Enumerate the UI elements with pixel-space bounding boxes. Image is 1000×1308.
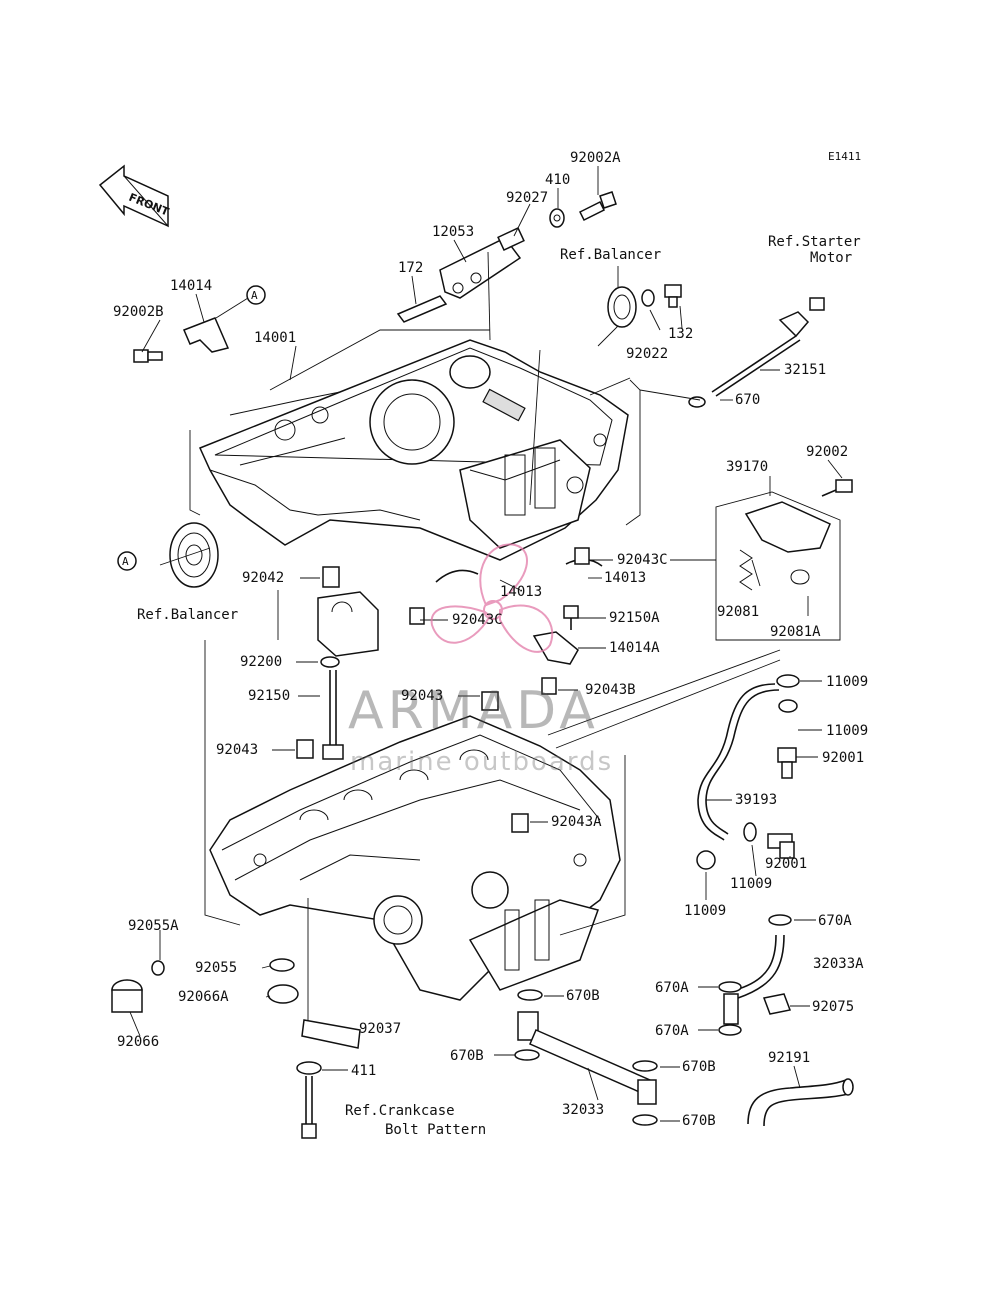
reference-notes: Ref.Balancer Ref.Starter Motor Ref.Balan… — [137, 234, 861, 1138]
part-label-11009-d: 11009 — [684, 903, 726, 919]
balancer-bearing-drawing — [607, 284, 682, 328]
part-label-410: 410 — [545, 172, 570, 188]
part-label-670A-b: 670A — [655, 980, 689, 996]
part-label-11009-b: 11009 — [826, 723, 868, 739]
part-label-92081A: 92081A — [770, 624, 821, 640]
part-label-92066A: 92066A — [178, 989, 229, 1005]
part-label-14013-right: 14013 — [604, 570, 646, 586]
part-label-92055A: 92055A — [128, 918, 179, 934]
part-label-92002B: 92002B — [113, 304, 164, 320]
ref-crankcase-line2: Bolt Pattern — [385, 1122, 486, 1138]
part-label-670B-d: 670B — [682, 1113, 716, 1129]
part-label-92075: 92075 — [812, 999, 854, 1015]
part-label-92043-lower: 92043 — [216, 742, 258, 758]
balancer-bearing-left-drawing — [169, 522, 219, 588]
part-label-92027: 92027 — [506, 190, 548, 206]
diagram-code: E1411 — [828, 150, 861, 163]
part-label-92150: 92150 — [248, 688, 290, 704]
watermark-brand: ARMADA — [348, 681, 599, 741]
watermark-logo: ARMADA marine outboards — [348, 543, 613, 777]
drain-plug-drawing — [111, 958, 299, 1013]
part-label-92066: 92066 — [117, 1034, 159, 1050]
part-label-14001: 14001 — [254, 330, 296, 346]
part-label-92055: 92055 — [195, 960, 237, 976]
part-label-92001-a: 92001 — [822, 750, 864, 766]
part-label-92191: 92191 — [768, 1050, 810, 1066]
part-label-11009-c: 11009 — [730, 876, 772, 892]
part-label-670B-b: 670B — [450, 1048, 484, 1064]
oil-pipe-drawing — [696, 674, 800, 870]
part-label-670B-c: 670B — [682, 1059, 716, 1075]
upper-crankcase-drawing — [198, 339, 629, 561]
lower-dowels-drawing — [296, 691, 529, 833]
front-arrow-icon: FRONT — [98, 164, 171, 228]
part-label-32033A: 32033A — [813, 956, 864, 972]
part-label-14014: 14014 — [170, 278, 212, 294]
ref-balancer-top: Ref.Balancer — [560, 247, 661, 263]
ref-starter-motor-line2: Motor — [810, 250, 852, 266]
callout-a-left: A — [117, 551, 137, 571]
svg-text:A: A — [251, 289, 258, 302]
part-label-92043-upper: 92043 — [401, 688, 443, 704]
propeller-icon — [430, 543, 554, 653]
part-label-92002: 92002 — [806, 444, 848, 460]
part-label-411: 411 — [351, 1063, 376, 1079]
watermark-tagline: marine outboards — [350, 747, 613, 777]
ref-starter-motor-line1: Ref.Starter — [768, 234, 861, 250]
part-label-92022: 92022 — [626, 346, 668, 362]
balancer-shaft-drawing — [396, 191, 617, 323]
crankcase-bolt-drawing — [296, 1019, 361, 1139]
part-label-670A-a: 670A — [818, 913, 852, 929]
part-label-670A-c: 670A — [655, 1023, 689, 1039]
bearing-cap-drawing — [317, 566, 379, 760]
part-label-92001-b: 92001 — [765, 856, 807, 872]
part-label-670B-a: 670B — [566, 988, 600, 1004]
part-label-670: 670 — [735, 392, 760, 408]
part-label-14013-center: 14013 — [500, 584, 542, 600]
lower-crankcase-drawing — [209, 715, 621, 1001]
part-label-32033: 32033 — [562, 1102, 604, 1118]
starter-pipe-drawing — [688, 297, 825, 408]
oil-pressure-bracket-drawing — [715, 479, 853, 641]
part-label-39170: 39170 — [726, 459, 768, 475]
oil-line-fittings-drawing — [514, 914, 854, 1127]
callout-a-top: A — [246, 285, 266, 305]
part-label-92042: 92042 — [242, 570, 284, 586]
part-label-32151: 32151 — [784, 362, 826, 378]
part-label-12053: 12053 — [432, 224, 474, 240]
part-label-92043B: 92043B — [585, 682, 636, 698]
part-label-39193: 39193 — [735, 792, 777, 808]
part-label-92200: 92200 — [240, 654, 282, 670]
leader-lines — [129, 166, 843, 1122]
part-label-92081: 92081 — [717, 604, 759, 620]
part-label-92043C-lower: 92043C — [452, 612, 503, 628]
ref-balancer-left: Ref.Balancer — [137, 607, 238, 623]
part-label-92043A: 92043A — [551, 814, 602, 830]
part-label-92043C-upper: 92043C — [617, 552, 668, 568]
part-label-132: 132 — [668, 326, 693, 342]
bracket-14014-drawing — [133, 317, 230, 363]
part-label-92150A: 92150A — [609, 610, 660, 626]
ref-crankcase-line1: Ref.Crankcase — [345, 1103, 455, 1119]
part-label-92002A: 92002A — [570, 150, 621, 166]
part-label-14014A: 14014A — [609, 640, 660, 656]
part-labels: 92002A 410 92027 12053 172 14014 92002B … — [113, 150, 868, 1129]
part-label-172: 172 — [398, 260, 423, 276]
part-label-92037: 92037 — [359, 1021, 401, 1037]
svg-text:A: A — [122, 555, 129, 568]
part-label-11009-a: 11009 — [826, 674, 868, 690]
